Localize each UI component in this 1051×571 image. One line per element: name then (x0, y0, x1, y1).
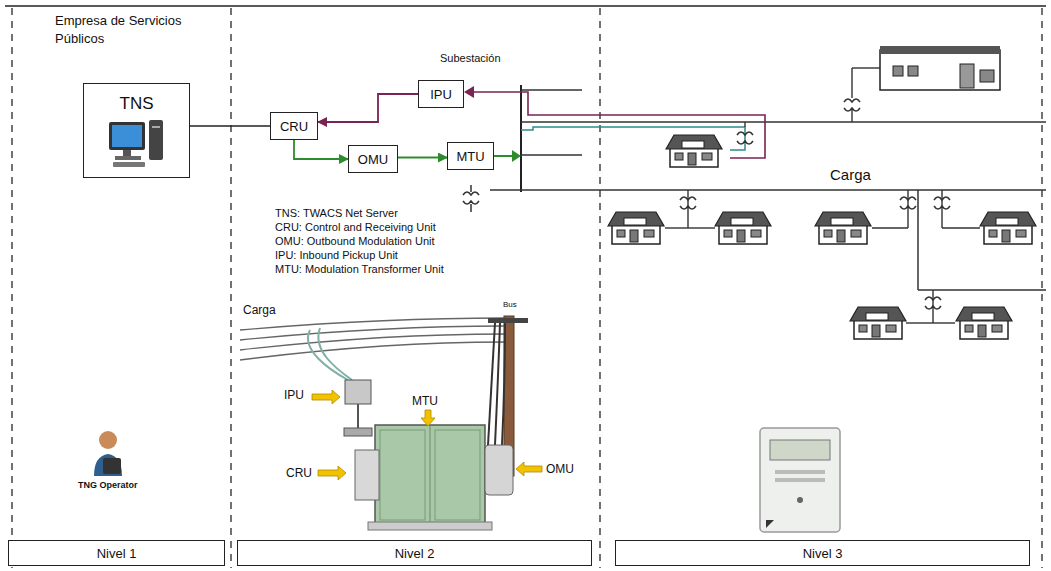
connector-arrow (318, 94, 418, 122)
callout-label: CRU (286, 466, 312, 480)
callout-label: MTU (412, 394, 438, 408)
node-text: TNS (120, 94, 154, 114)
node-text: CRU (280, 119, 308, 134)
node-text: OMU (358, 152, 388, 167)
level-box: Nivel 3 (615, 540, 1030, 566)
node-text: Nivel 3 (803, 546, 843, 561)
level-box: Nivel 1 (8, 540, 225, 566)
unit-box: MTU (447, 142, 494, 170)
connector-arrow (398, 157, 447, 159)
node-text: Nivel 2 (395, 546, 435, 561)
computer-icon (107, 118, 167, 170)
substation-label: Subestación (440, 52, 501, 64)
legend-text: IPU: Inbound Pickup Unit (275, 249, 398, 261)
node-text: MTU (456, 149, 484, 164)
unit-box: OMU (348, 145, 398, 173)
legend-text: OMU: Outbound Modulation Unit (275, 235, 435, 247)
connector-arrow (190, 125, 270, 126)
callout-label: OMU (546, 462, 574, 476)
node-text: Nivel 1 (97, 546, 137, 561)
legend-text: MTU: Modulation Transformer Unit (275, 263, 444, 275)
company-label: Empresa de Servicios Públicos (55, 12, 195, 47)
legend-text: CRU: Control and Receiving Unit (275, 221, 436, 233)
legend-text: TNS: TWACS Net Server (275, 207, 398, 219)
callout-label: IPU (284, 388, 304, 402)
operator-label: TNG Operator (78, 480, 138, 490)
unit-box: CRU (270, 112, 318, 140)
load-label: Carga (243, 303, 276, 317)
load-label: Carga (830, 166, 871, 183)
server-box: TNS (83, 83, 190, 178)
level-box: Nivel 2 (237, 540, 592, 566)
bus-label: Bus (503, 300, 517, 309)
connector-arrow (294, 140, 348, 159)
node-text: IPU (430, 87, 452, 102)
unit-box: IPU (418, 80, 464, 108)
